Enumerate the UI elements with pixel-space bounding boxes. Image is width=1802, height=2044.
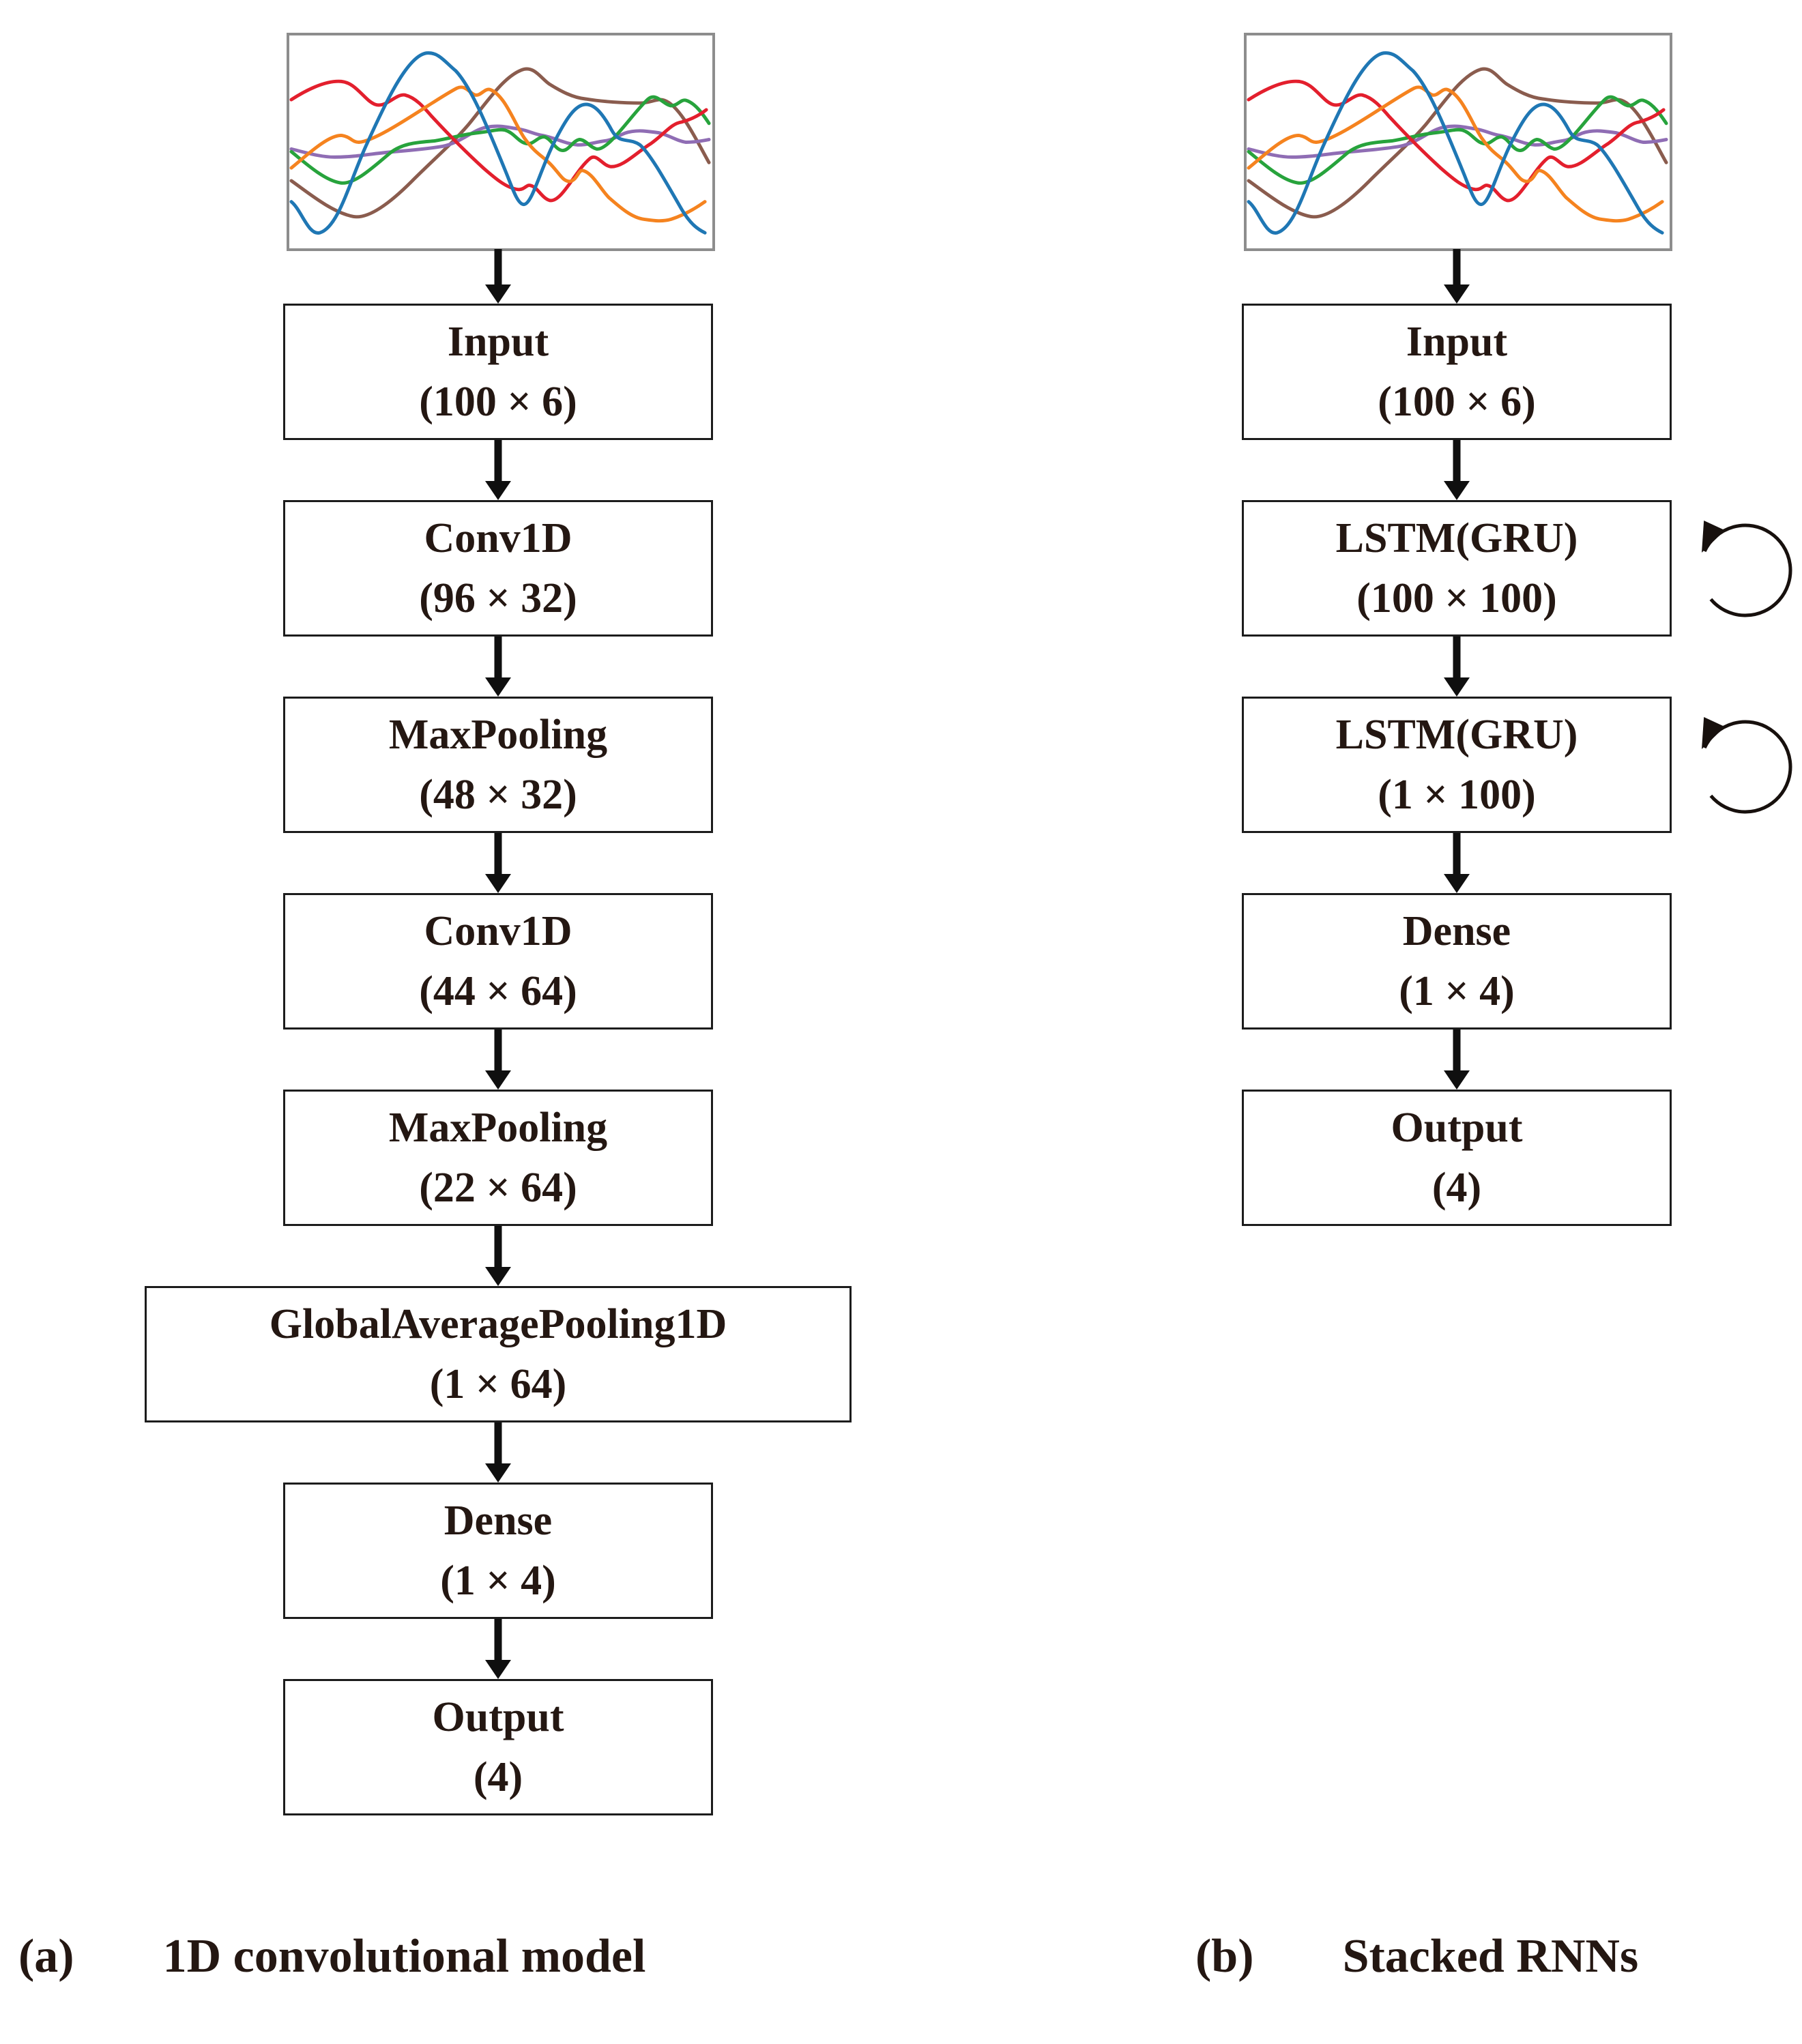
layer-dims: (22 × 64) — [419, 1165, 577, 1211]
layer-name: MaxPooling — [388, 1105, 608, 1151]
layer-box-a-conv1d-1: Conv1D (96 × 32) — [283, 500, 713, 637]
layer-dims: (48 × 32) — [419, 772, 577, 818]
layer-dims: (1 × 4) — [1399, 968, 1515, 1014]
flow-arrow — [484, 440, 512, 500]
layer-name: Input — [447, 319, 549, 365]
layer-name: Output — [1391, 1105, 1523, 1151]
signal-line-blue — [1247, 51, 1664, 235]
flow-arrow — [1443, 1030, 1470, 1090]
caption-b-text: Stacked RNNs — [1342, 1930, 1639, 1983]
flow-arrow — [484, 1030, 512, 1090]
recurrent-loop-arrow — [1702, 520, 1792, 617]
flow-arrow — [1443, 249, 1470, 304]
layer-dims: (100 × 6) — [1378, 379, 1536, 425]
layer-box-b-dense: Dense (1 × 4) — [1242, 893, 1672, 1030]
caption-a-label: (a) — [18, 1930, 74, 1983]
layer-dims: (96 × 32) — [419, 575, 577, 622]
layer-name: GlobalAveragePooling1D — [269, 1301, 727, 1347]
layer-box-a-dense: Dense (1 × 4) — [283, 1483, 713, 1619]
caption-a-text: 1D convolutional model — [162, 1930, 646, 1983]
layer-box-b-input: Input (100 × 6) — [1242, 304, 1672, 440]
flow-arrow — [1443, 833, 1470, 893]
signal-line-purple — [289, 124, 711, 159]
layer-box-a-conv1d-2: Conv1D (44 × 64) — [283, 893, 713, 1030]
signal-line-red — [289, 79, 708, 203]
layer-dims: (44 × 64) — [419, 968, 577, 1014]
layer-box-a-output: Output (4) — [283, 1679, 713, 1815]
layer-dims: (1 × 64) — [429, 1361, 567, 1407]
flow-arrow — [484, 833, 512, 893]
signal-line-red — [1247, 79, 1666, 203]
caption-a: (a) 1D convolutional model — [18, 1929, 645, 1984]
layer-name: LSTM(GRU) — [1335, 712, 1578, 758]
caption-b-label: (b) — [1195, 1930, 1254, 1983]
flow-arrow — [484, 249, 512, 304]
signal-line-orange — [1247, 85, 1664, 223]
layer-name: MaxPooling — [388, 712, 608, 758]
flow-arrow — [1443, 637, 1470, 697]
recurrent-loop-arrow — [1702, 716, 1792, 814]
layer-name: Conv1D — [424, 908, 572, 954]
signal-line-purple — [1247, 124, 1668, 159]
flow-arrow — [484, 1619, 512, 1679]
input-signal-plot-a — [287, 33, 715, 251]
layer-box-a-globalaveragepooling1d: GlobalAveragePooling1D (1 × 64) — [145, 1286, 852, 1422]
layer-name: LSTM(GRU) — [1335, 515, 1578, 561]
signal-line-green — [1247, 95, 1668, 185]
layer-name: Input — [1406, 319, 1508, 365]
layer-name: Dense — [444, 1498, 553, 1544]
layer-box-b-lstm-gru-2: LSTM(GRU) (1 × 100) — [1242, 697, 1672, 833]
signal-line-blue — [289, 51, 707, 235]
layer-box-b-lstm-gru-1: LSTM(GRU) (100 × 100) — [1242, 500, 1672, 637]
layer-dims: (1 × 4) — [440, 1558, 556, 1604]
signal-line-green — [289, 95, 711, 185]
flow-arrow — [484, 1226, 512, 1286]
layer-dims: (100 × 6) — [419, 379, 577, 425]
flow-arrow — [1443, 440, 1470, 500]
layer-name: Output — [432, 1694, 564, 1740]
flow-arrow — [484, 637, 512, 697]
flow-arrow — [484, 1422, 512, 1483]
layer-dims: (4) — [473, 1754, 523, 1800]
caption-b: (b) Stacked RNNs — [1195, 1929, 1638, 1984]
layer-dims: (4) — [1432, 1165, 1482, 1211]
signal-line-orange — [289, 85, 707, 223]
layer-name: Conv1D — [424, 515, 572, 561]
layer-box-a-maxpooling-2: MaxPooling (22 × 64) — [283, 1090, 713, 1226]
layer-dims: (100 × 100) — [1356, 575, 1557, 622]
signal-line-brown — [289, 67, 711, 219]
layer-name: Dense — [1402, 908, 1511, 954]
signal-line-brown — [1247, 67, 1668, 219]
layer-box-a-input: Input (100 × 6) — [283, 304, 713, 440]
input-signal-plot-b — [1244, 33, 1672, 251]
layer-box-a-maxpooling-1: MaxPooling (48 × 32) — [283, 697, 713, 833]
layer-box-b-output: Output (4) — [1242, 1090, 1672, 1226]
layer-dims: (1 × 100) — [1378, 772, 1536, 818]
